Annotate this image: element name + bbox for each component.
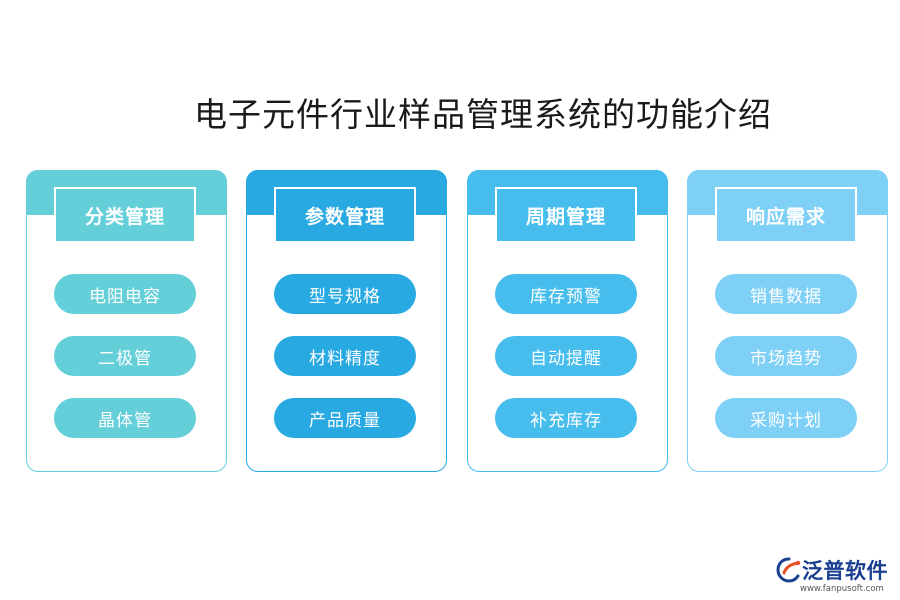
card-header: 响应需求 [715,187,857,243]
feature-item: 材料精度 [274,336,416,376]
page-title-text: 电子元件行业样品管理系统的功能介绍 [194,95,772,134]
feature-card-parameters: 参数管理 型号规格 材料精度 产品质量 [246,170,447,472]
brand-url: www.fanpusoft.com [800,584,884,594]
card-header: 分类管理 [54,187,196,243]
fanpu-logo-icon [776,557,801,583]
feature-item: 晶体管 [54,398,196,438]
feature-item: 二极管 [54,336,196,376]
feature-card-classification: 分类管理 电阻电容 二极管 晶体管 [26,170,227,472]
feature-item: 市场趋势 [715,336,857,376]
card-header: 周期管理 [495,187,637,243]
feature-item: 产品质量 [274,398,416,438]
card-header: 参数管理 [274,187,416,243]
card-frame [26,170,227,472]
card-frame [246,170,447,472]
feature-item: 销售数据 [715,274,857,314]
card-frame [687,170,888,472]
feature-item: 补充库存 [495,398,637,438]
feature-card-demand: 响应需求 销售数据 市场趋势 采购计划 [687,170,888,472]
feature-item: 电阻电容 [54,274,196,314]
feature-item: 库存预警 [495,274,637,314]
feature-item: 采购计划 [715,398,857,438]
feature-card-cycle: 周期管理 库存预警 自动提醒 补充库存 [467,170,668,472]
brand-name: 泛普软件 [802,559,888,583]
card-frame [467,170,668,472]
brand-logo: 泛普软件 www.fanpusoft.com [776,555,896,595]
feature-item: 自动提醒 [495,336,637,376]
feature-item: 型号规格 [274,274,416,314]
page-title: 电子元件行业样品管理系统的功能介绍 [0,88,900,136]
